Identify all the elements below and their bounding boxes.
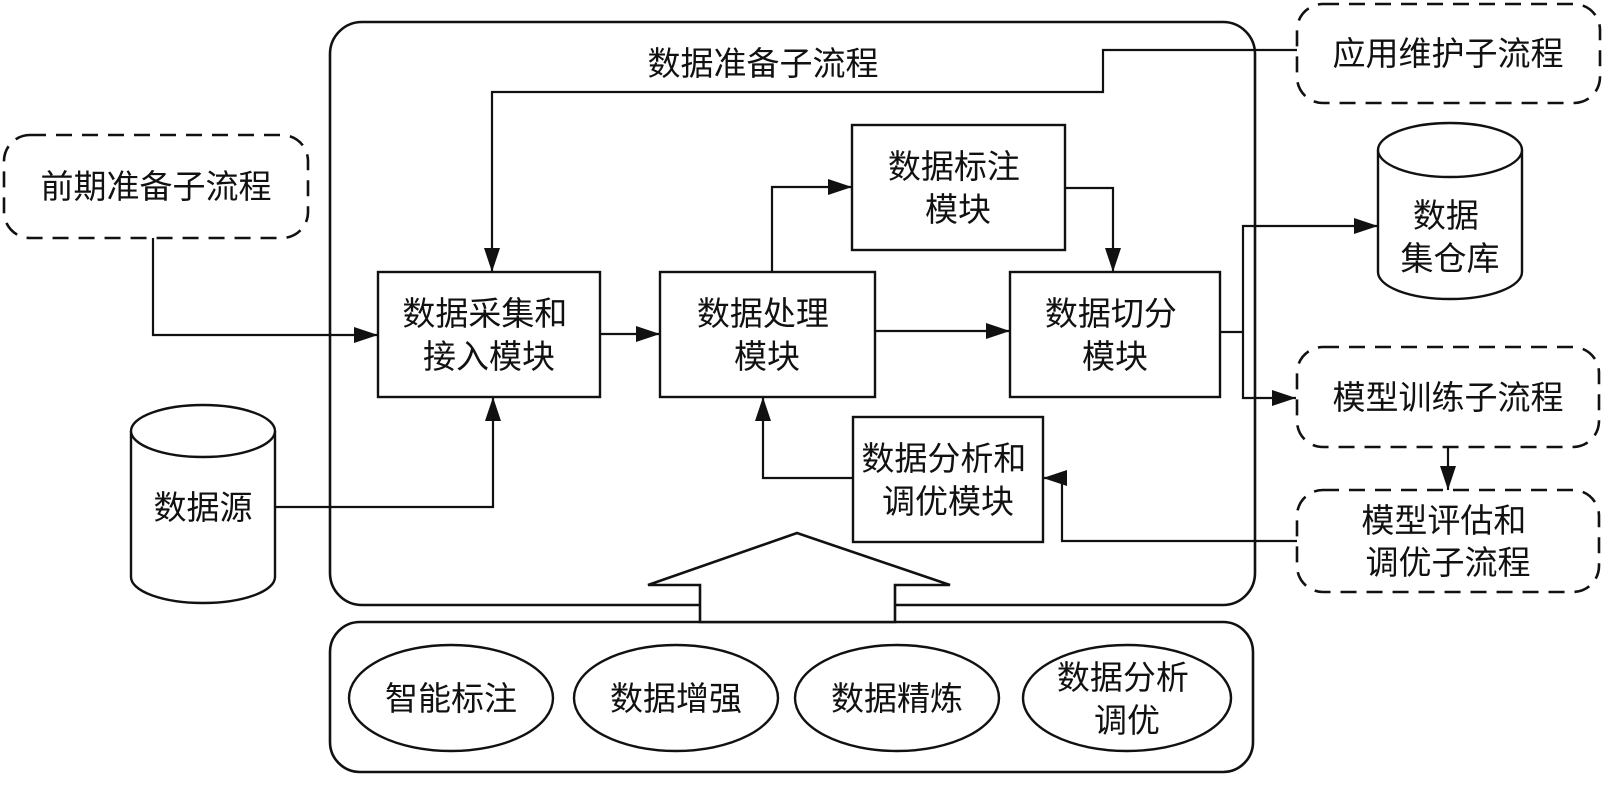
pre-prep-label: 前期准备子流程 xyxy=(41,169,272,206)
app-maintain-label: 应用维护子流程 xyxy=(1333,36,1564,73)
data-refinement-label: 数据精炼 xyxy=(831,681,963,718)
datastore-data-source: 数据源 xyxy=(129,403,277,605)
edge-source-to-collect xyxy=(275,397,501,509)
edge-app-maintain-to-collect xyxy=(484,48,1297,272)
split-module-label: 数据切分 模块 xyxy=(1045,296,1185,376)
edge-pre-prep-to-collect xyxy=(151,238,378,343)
capability-data-refinement: 数据精炼 xyxy=(793,643,1001,753)
node-split-module: 数据切分 模块 xyxy=(1008,270,1222,399)
capability-ellipse xyxy=(793,643,1001,753)
node-process-module: 数据处理 模块 xyxy=(658,270,877,399)
node-app-maintenance-subprocess: 应用维护子流程 xyxy=(1295,2,1602,105)
edge-model-eval-to-analyze xyxy=(1043,470,1297,543)
database-cylinder-top-icon xyxy=(129,403,277,459)
node-pre-preparation-subprocess: 前期准备子流程 xyxy=(2,133,310,240)
dataset-warehouse-label: 数据 集仓库 xyxy=(1401,198,1500,278)
model-eval-dashed-box xyxy=(1295,488,1601,594)
diagram-title: 数据准备子流程 xyxy=(648,46,879,83)
node-analyze-module: 数据分析和 调优模块 xyxy=(851,415,1045,544)
model-train-label: 模型训练子流程 xyxy=(1333,380,1564,417)
edge-split-to-model-train xyxy=(1241,332,1296,406)
node-annotate-module: 数据标注 模块 xyxy=(850,123,1067,252)
analyze-module-box xyxy=(851,415,1045,544)
database-cylinder-icon xyxy=(129,431,277,605)
process-module-label: 数据处理 模块 xyxy=(697,296,837,376)
model-eval-label: 模型评估和 调优子流程 xyxy=(1361,503,1534,582)
node-model-eval-tuning-subprocess: 模型评估和 调优子流程 xyxy=(1295,488,1601,594)
data-source-label: 数据源 xyxy=(154,490,253,527)
capability-data-analysis-tuning: 数据分析 调优 xyxy=(1021,643,1233,753)
capability-ellipse xyxy=(572,643,780,753)
model-train-dashed-box xyxy=(1295,345,1601,449)
pre-prep-dashed-box xyxy=(2,133,310,240)
data-analysis-tuning-label: 数据分析 调优 xyxy=(1057,660,1197,740)
data-augmentation-label: 数据增强 xyxy=(610,681,742,718)
capability-smart-labeling: 智能标注 xyxy=(347,643,555,753)
analyze-module-label: 数据分析和 调优模块 xyxy=(861,441,1034,521)
datastore-dataset-warehouse: 数据 集仓库 xyxy=(1376,121,1524,301)
collect-module-label: 数据采集和 接入模块 xyxy=(402,296,575,376)
process-module-box xyxy=(658,270,877,399)
split-module-box xyxy=(1008,270,1222,399)
capability-up-arrow-icon xyxy=(647,531,951,624)
edge-process-to-annotate xyxy=(770,179,852,272)
capability-data-augmentation: 数据增强 xyxy=(572,643,780,753)
annotate-module-box xyxy=(850,123,1067,252)
edge-split-to-warehouse xyxy=(1241,218,1378,332)
capability-ellipse xyxy=(347,643,555,753)
smart-labeling-label: 智能标注 xyxy=(385,681,517,718)
collect-module-box xyxy=(376,270,602,399)
node-model-training-subprocess: 模型训练子流程 xyxy=(1295,345,1601,449)
capability-ellipse xyxy=(1021,643,1233,753)
edge-annotate-to-split xyxy=(1065,186,1121,272)
database-cylinder-top-icon xyxy=(1376,121,1524,179)
edge-analyze-to-process xyxy=(755,397,853,480)
app-maintain-dashed-box xyxy=(1295,2,1602,105)
node-collect-module: 数据采集和 接入模块 xyxy=(376,270,602,399)
database-cylinder-icon xyxy=(1376,150,1524,301)
annotate-module-label: 数据标注 模块 xyxy=(888,149,1028,229)
